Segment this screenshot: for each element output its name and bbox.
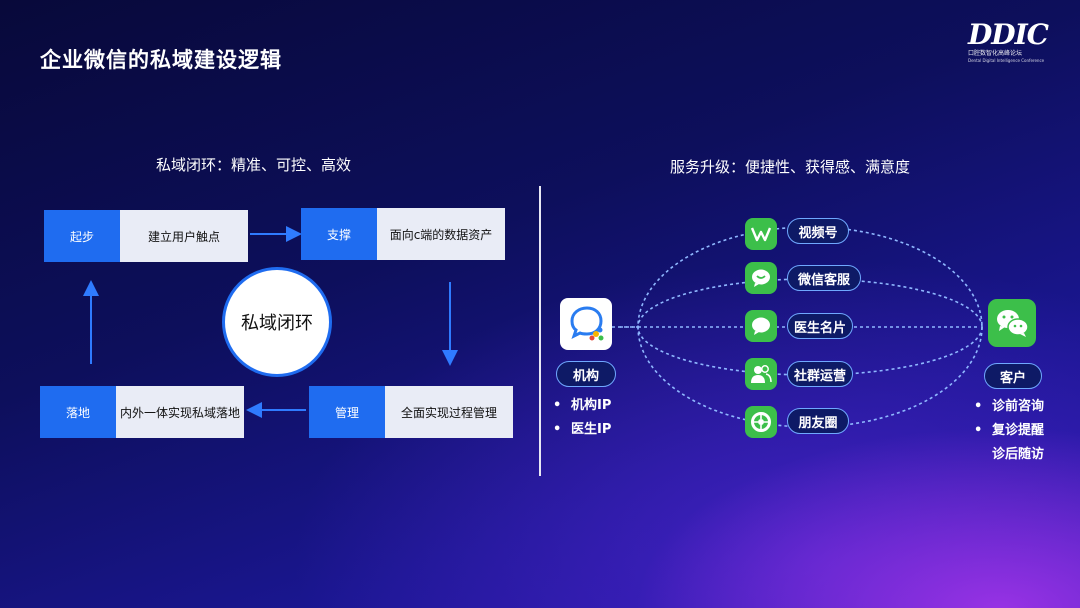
step-land-tag: 落地 [40, 386, 116, 438]
channel-service: 微信客服 [787, 265, 861, 291]
target-label: 客户 [984, 363, 1042, 389]
step-manage-tag: 管理 [309, 386, 385, 438]
source-label: 机构 [556, 361, 616, 387]
step-support-body: 面向c端的数据资产 [377, 208, 505, 260]
target-bullet: 诊后随访 [992, 447, 1045, 462]
slide-title: 企业微信的私域建设逻辑 [40, 48, 282, 72]
loop-arrows [83, 226, 458, 418]
step-start-body: 建立用户触点 [120, 210, 248, 262]
channel-moments: 朋友圈 [787, 408, 849, 434]
logo-mark: DDIC [968, 18, 1049, 51]
channel-community: 社群运营 [787, 361, 853, 387]
private-loop-circle: 私域闭环 [222, 267, 332, 377]
source-bullets: •机构IP •医生IP [553, 394, 611, 442]
right-heading: 服务升级：便捷性、获得感、满意度 [670, 158, 911, 176]
wechat-icon [988, 299, 1036, 347]
target-bullet: •诊前咨询 [974, 399, 1045, 414]
step-start-tag: 起步 [44, 210, 120, 262]
step-manage-body: 全面实现过程管理 [385, 386, 513, 438]
target-bullet: •复诊提醒 [974, 423, 1045, 438]
source-bullet: •机构IP [553, 398, 612, 413]
community-icon [745, 358, 777, 390]
left-heading: 私域闭环：精准、可控、高效 [156, 156, 352, 174]
channel-card: 医生名片 [787, 313, 853, 339]
channel-video: 视频号 [787, 218, 849, 244]
ddic-logo: DDIC 口腔数智化高峰论坛 Dental Digital Intelligen… [968, 18, 1049, 70]
moments-icon [745, 406, 777, 438]
step-land-body: 内外一体实现私域落地 [116, 386, 244, 438]
logo-line1: 口腔数智化高峰论坛 [968, 50, 1023, 57]
wecom-icon [560, 298, 612, 350]
target-bullets: •诊前咨询 •复诊提醒 诊后随访 [974, 395, 1044, 467]
video-channel-icon [745, 218, 777, 250]
logo-line2: Dental Digital Intelligence Conference [968, 58, 1045, 63]
section-divider [539, 186, 541, 476]
wechat-service-icon [745, 262, 777, 294]
doctor-card-icon [745, 310, 777, 342]
step-support-tag: 支撑 [301, 208, 377, 260]
source-bullet: •医生IP [553, 422, 612, 437]
